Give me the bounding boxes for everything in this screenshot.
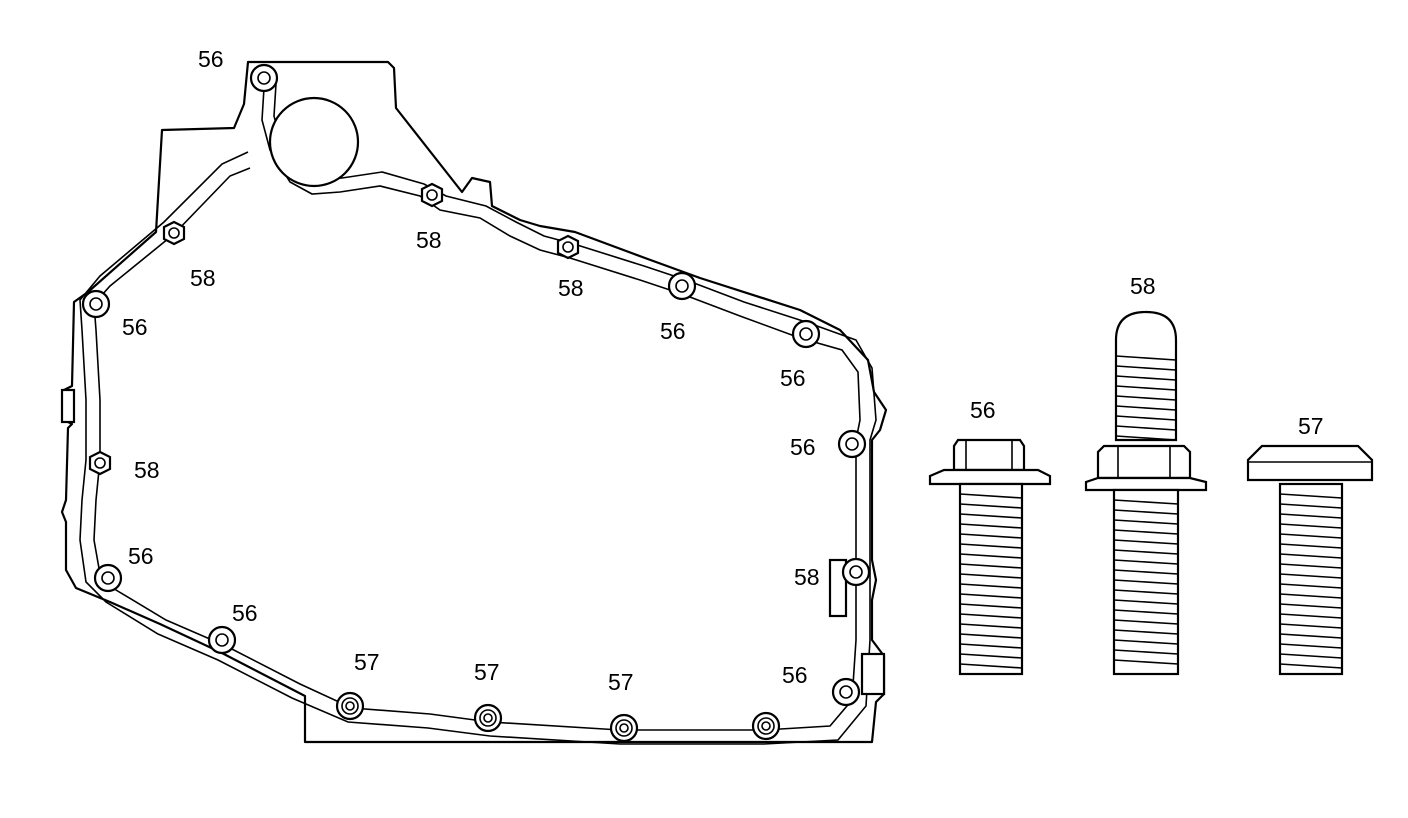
thread-58-upper xyxy=(1115,355,1177,441)
stud-nuts-58 xyxy=(88,182,580,476)
fastener-stud-58: 58 xyxy=(1084,273,1208,676)
bolt-head-56 xyxy=(667,271,697,301)
callout-label: 56 xyxy=(780,365,806,391)
callout-label: 58 xyxy=(190,265,216,291)
callout-label: 58 xyxy=(134,457,160,483)
bolt-head-56 xyxy=(93,563,123,593)
callout-label: 58 xyxy=(416,227,442,253)
gasket-line xyxy=(79,83,877,745)
bearing-boss xyxy=(268,96,360,188)
fastener-label: 57 xyxy=(1298,413,1324,439)
callout-label: 56 xyxy=(660,318,686,344)
callout-label: 57 xyxy=(474,659,500,685)
cover-tabs xyxy=(60,388,886,696)
fastener-bolt-56: 56 xyxy=(928,397,1052,676)
fastener-bolt-57: 57 xyxy=(1246,413,1374,676)
stud-nut-58 xyxy=(556,234,580,260)
callout-labels: 56 58 58 56 58 56 58 56 56 56 58 56 56 5… xyxy=(122,46,820,695)
thread-58-lower xyxy=(1113,499,1179,665)
callout-label: 56 xyxy=(122,314,148,340)
stud-nut-58 xyxy=(420,182,444,208)
bolt-heads-56 xyxy=(81,63,871,707)
stud-nut-58 xyxy=(162,220,186,246)
bolt-head-56 xyxy=(81,289,111,319)
callout-label: 58 xyxy=(794,564,820,590)
fastener-label: 56 xyxy=(970,397,996,423)
bolt-head-57 xyxy=(751,711,781,741)
bolt-head-56 xyxy=(837,429,867,459)
fastener-label: 58 xyxy=(1130,273,1156,299)
cover-outline xyxy=(60,60,888,744)
thread-56 xyxy=(959,493,1023,669)
callout-label: 57 xyxy=(608,669,634,695)
callout-label: 56 xyxy=(198,46,224,72)
bolt-head-57 xyxy=(335,691,365,721)
bolt-head-56 xyxy=(841,557,871,587)
callout-label: 57 xyxy=(354,649,380,675)
bolt-head-56 xyxy=(791,319,821,349)
callout-label: 58 xyxy=(558,275,584,301)
bolt-head-56 xyxy=(831,677,861,707)
bolt-head-57 xyxy=(609,713,639,743)
thread-57 xyxy=(1279,493,1343,669)
bolt-head-56 xyxy=(207,625,237,655)
callout-label: 56 xyxy=(782,662,808,688)
bolt-head-56 xyxy=(249,63,279,93)
bolt-heads-57 xyxy=(335,691,781,743)
callout-label: 56 xyxy=(128,543,154,569)
stud-nut-58 xyxy=(88,450,112,476)
callout-label: 56 xyxy=(790,434,816,460)
bolt-head-57 xyxy=(473,703,503,733)
callout-label: 56 xyxy=(232,600,258,626)
